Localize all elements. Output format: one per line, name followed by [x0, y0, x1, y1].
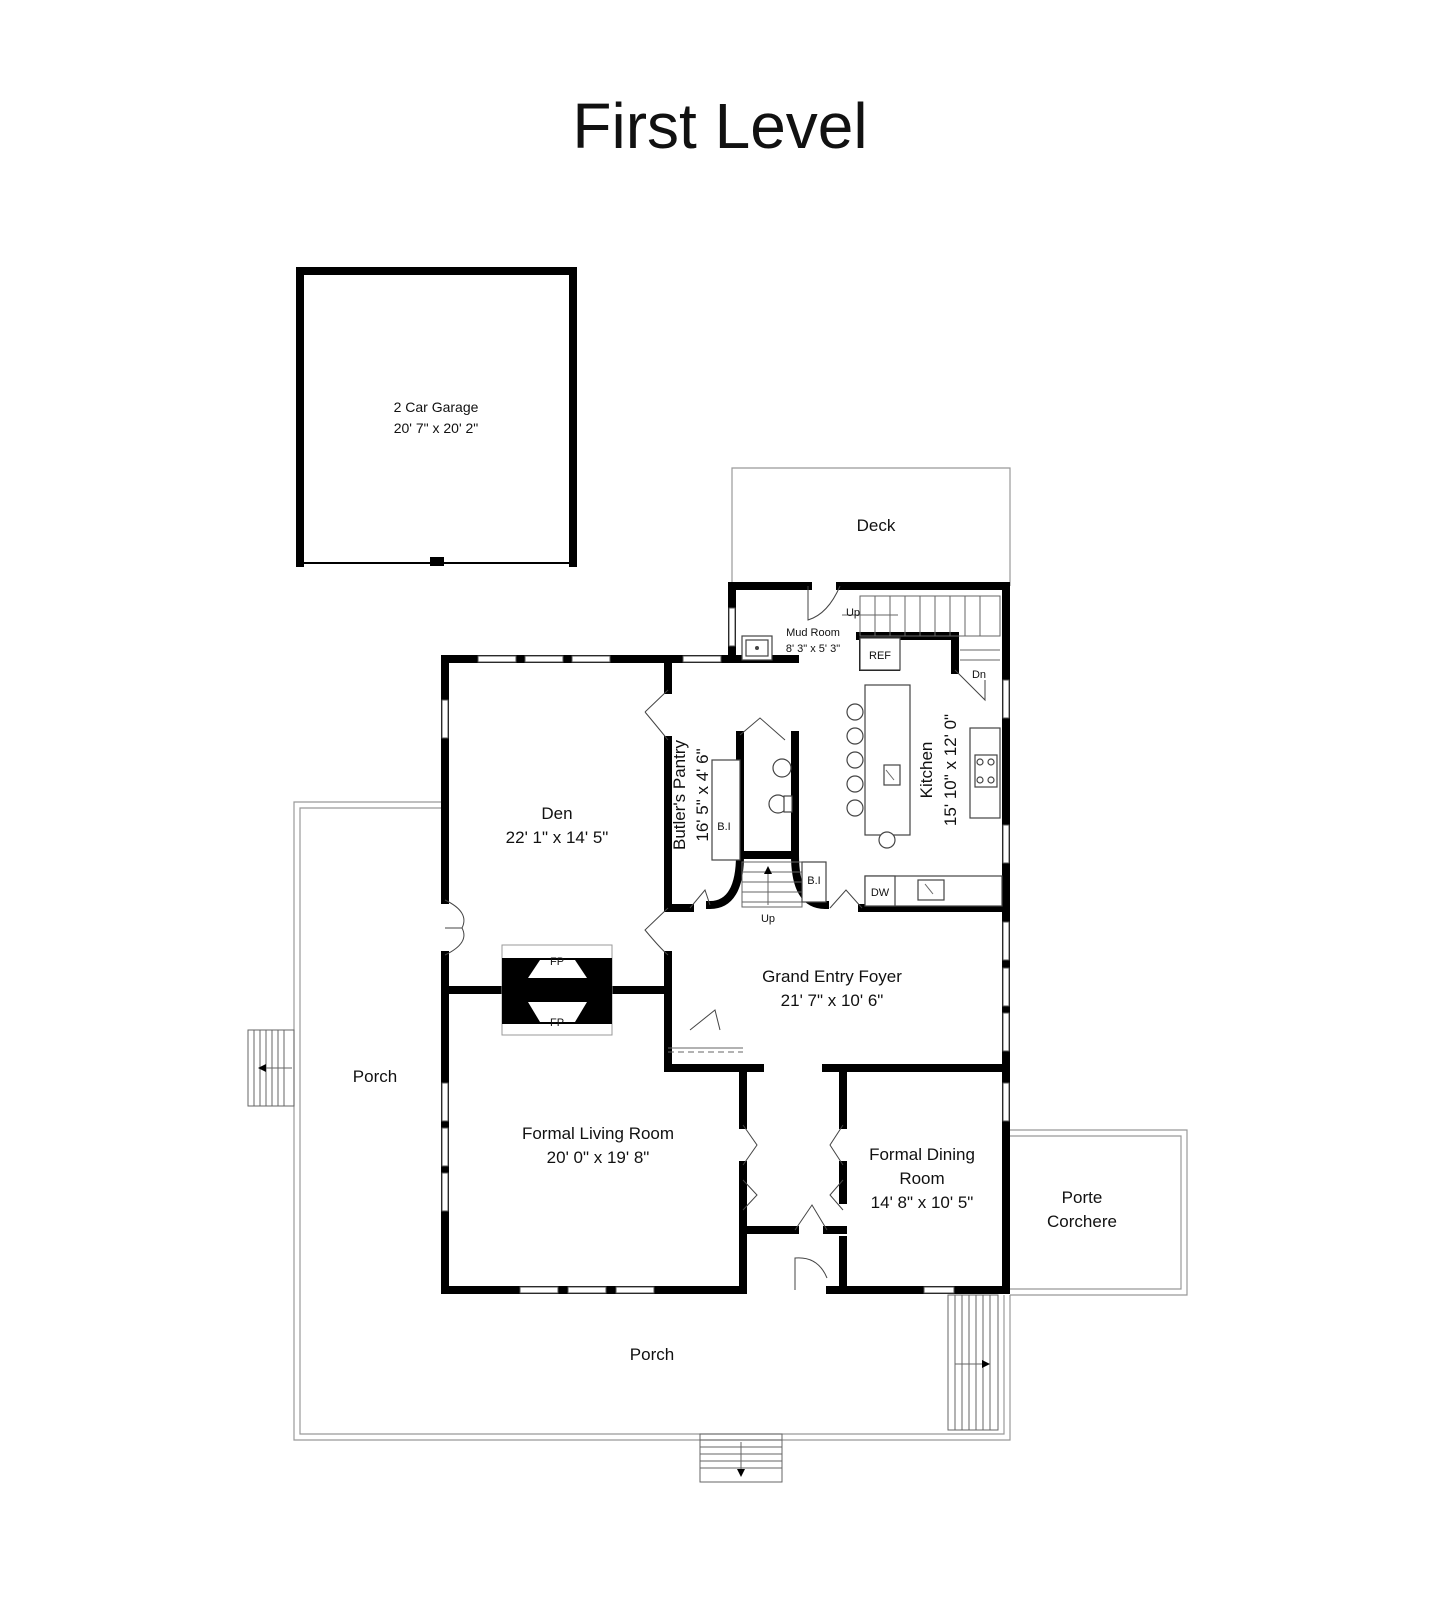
kitchen-stair-down-label: Dn: [972, 669, 986, 681]
mud-room-dims: 8' 3" x 5' 3": [786, 643, 840, 655]
porte-corchere: Porte Corchere: [1010, 1129, 1188, 1296]
kitchen-fixtures: REF DW B.I B.I: [711, 637, 1003, 907]
living-room-name: Formal Living Room: [522, 1124, 674, 1143]
foyer-stair-up-label: Up: [761, 913, 775, 925]
dining-room-name-line2: Room: [899, 1169, 944, 1188]
porch-right-steps: [947, 1294, 999, 1431]
mud-room-name: Mud Room: [786, 627, 840, 639]
room-labels: Mud Room 8' 3" x 5' 3" Den 22' 1" x 14' …: [506, 627, 975, 1212]
dining-room-dims: 14' 8" x 10' 5": [871, 1193, 974, 1212]
butlers-pantry-dims: 16' 5" x 4' 6": [693, 748, 712, 841]
garage-name: 2 Car Garage: [394, 399, 479, 415]
kitchen-dims: 15' 10" x 12' 0": [941, 714, 960, 826]
porch-bottom-steps: [699, 1433, 783, 1483]
garage: 2 Car Garage 20' 7" x 20' 2": [296, 267, 577, 567]
foyer-name: Grand Entry Foyer: [762, 967, 902, 986]
garage-dims: 20' 7" x 20' 2": [394, 420, 479, 436]
stairs: [668, 595, 1001, 1053]
bath-fixtures: [741, 635, 793, 814]
porte-corchere-line1: Porte: [1062, 1188, 1103, 1207]
porch-left-name: Porch: [353, 1067, 397, 1086]
foyer-dims: 21' 7" x 10' 6": [781, 991, 884, 1010]
mud-stair-up-label: Up: [846, 607, 860, 619]
pantry-built-in-label: B.I: [717, 821, 730, 833]
porch-bottom-name: Porch: [630, 1345, 674, 1364]
den-dims: 22' 1" x 14' 5": [506, 828, 609, 847]
dishwasher-label: DW: [871, 887, 890, 899]
living-room-dims: 20' 0" x 19' 8": [547, 1148, 650, 1167]
doors: [444, 585, 986, 1290]
stair-built-in-label: B.I: [807, 875, 820, 887]
porch-left-steps: [247, 1029, 295, 1107]
fireplaces: FP FP: [501, 944, 613, 1036]
den-name: Den: [541, 804, 572, 823]
dining-room-name-line1: Formal Dining: [869, 1145, 975, 1164]
plan-title: First Level: [572, 90, 867, 162]
fireplace-living-label: FP: [550, 1017, 564, 1029]
porch: Porch Porch: [247, 801, 1011, 1483]
windows: [441, 607, 1010, 1294]
kitchen-name: Kitchen: [917, 742, 936, 799]
butlers-pantry-name: Butler's Pantry: [670, 739, 689, 850]
deck-name: Deck: [857, 516, 896, 535]
fireplace-den-label: FP: [550, 956, 564, 968]
porte-corchere-line2: Corchere: [1047, 1212, 1117, 1231]
fridge-label: REF: [869, 650, 891, 662]
deck: Deck: [731, 467, 1011, 586]
